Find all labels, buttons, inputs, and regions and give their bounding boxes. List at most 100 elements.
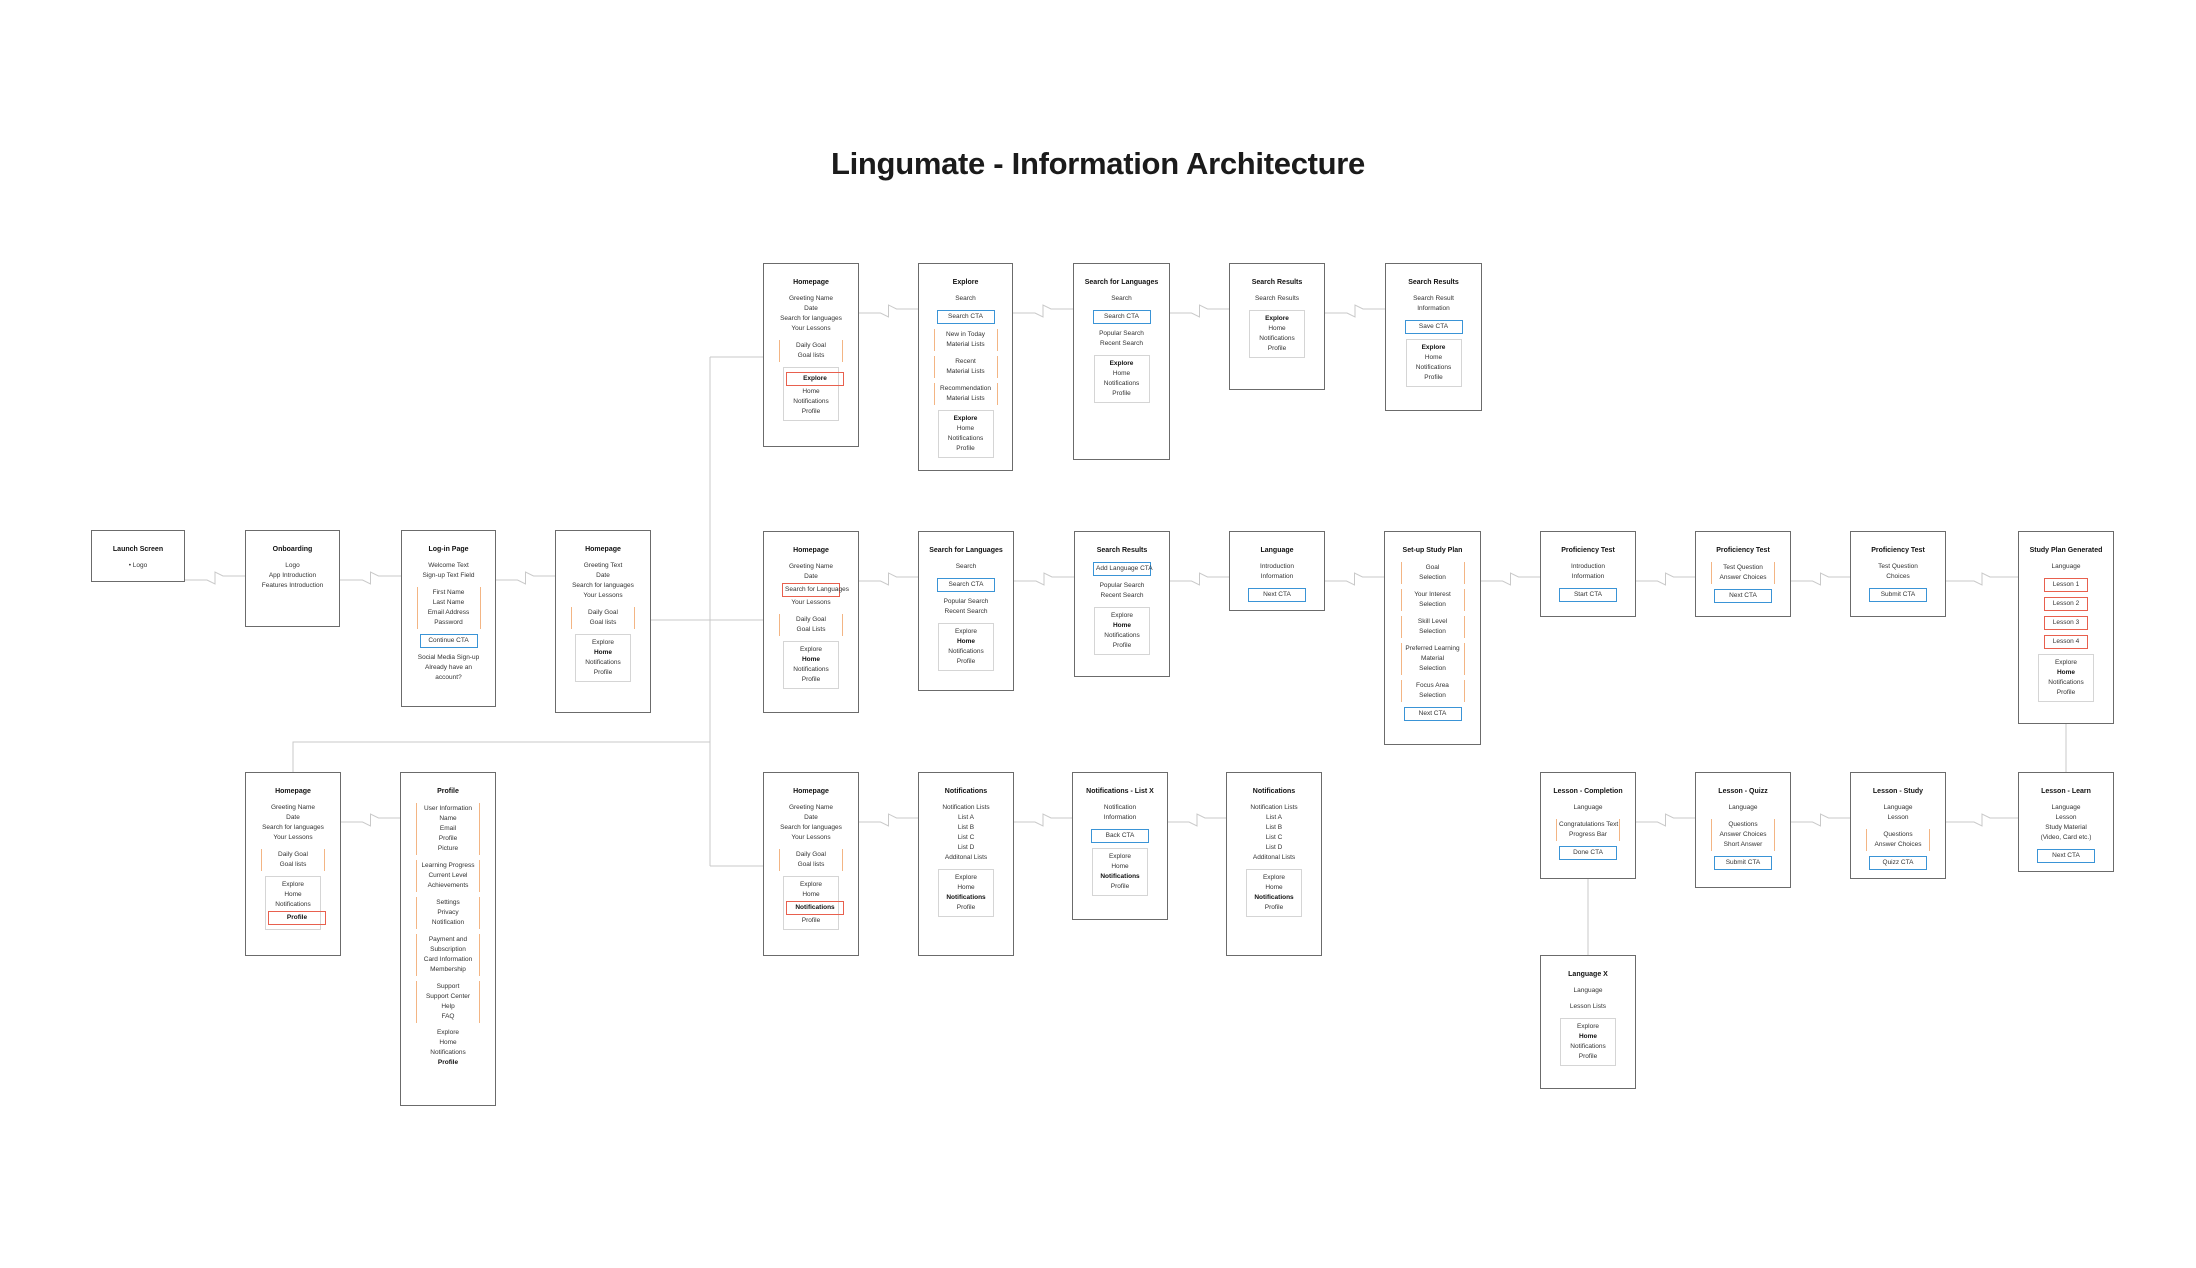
highlighted-item: Search for Languages	[782, 583, 849, 597]
screen-item: Home	[1268, 325, 1286, 332]
screen-item: Last Name	[432, 599, 465, 606]
screen-item: Features Introduction	[261, 582, 324, 589]
screen-item: Help	[441, 1003, 455, 1010]
screen-item: Home	[1265, 884, 1283, 891]
screen-item: Support	[436, 983, 460, 990]
screen-title: Search for Languages	[1084, 279, 1159, 286]
screen-item: Study Material	[2045, 824, 2087, 831]
screen-item: Language	[1883, 804, 1913, 811]
text-group: Language	[2019, 562, 2113, 572]
cta-element: Submit CTA	[1714, 856, 1772, 870]
lesson-tag: Lesson 4	[2044, 635, 2088, 649]
screen-item: Home	[956, 425, 975, 432]
screen-item: Search	[955, 563, 977, 570]
screen-item: Language	[1728, 804, 1758, 811]
screen-title: Explore	[952, 279, 979, 286]
screen-item: Language	[1573, 804, 1603, 811]
screen-item: Search	[955, 295, 976, 302]
screen-title: Profile	[437, 788, 459, 795]
screen-item: Learning Progress	[421, 862, 475, 869]
connector-line	[341, 813, 400, 827]
screen-item: Material	[1420, 655, 1445, 662]
screen-item: Notification	[431, 919, 465, 926]
connector-line	[1013, 304, 1073, 318]
screen-title: Log-in Page	[428, 546, 469, 553]
screen-item: Questions	[1883, 831, 1913, 838]
screen-title: Search Results	[1251, 279, 1303, 286]
screen-item: Explore	[954, 628, 978, 635]
screen-item: Search for languages	[780, 315, 842, 322]
screen-item: Answer Choices	[1874, 841, 1922, 848]
screen-item: Profile	[801, 917, 821, 924]
screen-item: Profile	[956, 445, 975, 452]
screen-item: Search Result	[1413, 295, 1454, 302]
lesson-tag: Lesson 2	[2044, 597, 2088, 611]
screen-item: Profile	[956, 904, 976, 911]
screen-item: Notification	[1103, 804, 1137, 811]
screen-item: Home	[2056, 669, 2076, 676]
screen-title: Homepage	[793, 547, 829, 554]
screen-item: Daily Goal	[278, 851, 308, 858]
screen-item: Focus Area	[1416, 682, 1449, 689]
screen-item: Profile	[956, 658, 976, 665]
screen-item: Explore	[799, 646, 823, 653]
screen-item: Done CTA	[1573, 849, 1603, 856]
screen-title: Language	[1260, 547, 1294, 554]
screen-item: List A	[1266, 814, 1282, 821]
screen-item: Notifications	[1570, 1043, 1606, 1050]
screen-item: Explore	[436, 1029, 460, 1036]
screen-item: Notifications	[793, 398, 829, 405]
screen-title: Notifications	[1252, 788, 1296, 795]
screen-item: Date	[596, 572, 610, 579]
cta-element: Submit CTA	[1869, 588, 1927, 602]
connector-line	[340, 571, 401, 585]
screen-title: Proficiency Test	[1716, 547, 1770, 554]
screen-item: Next CTA	[1418, 710, 1447, 717]
screen-title: Proficiency Test	[1561, 547, 1615, 554]
screen-item: Home	[957, 884, 975, 891]
screen-item: Add Language CTA	[1096, 565, 1153, 572]
screen-item: Search for languages	[780, 824, 842, 831]
cta-element: Next CTA	[1403, 707, 1462, 721]
cta-element: Done CTA	[1559, 846, 1617, 860]
screen-item: Social Media Sign-up	[417, 654, 480, 661]
screen-title: Homepage	[793, 279, 829, 286]
connector-line	[496, 571, 555, 585]
screen-item: Date	[286, 814, 300, 821]
text-group: Lesson Lists	[1541, 1002, 1635, 1012]
connector-line	[1325, 572, 1384, 586]
screen-item: Introduction	[1260, 563, 1294, 570]
screen-item: Progress Bar	[1569, 831, 1607, 838]
screen-item: Home	[802, 891, 820, 898]
screen-item: Payment and	[428, 936, 468, 943]
screen-item: Greeting Name	[788, 563, 834, 570]
screen-item: Material Lists	[946, 395, 985, 402]
